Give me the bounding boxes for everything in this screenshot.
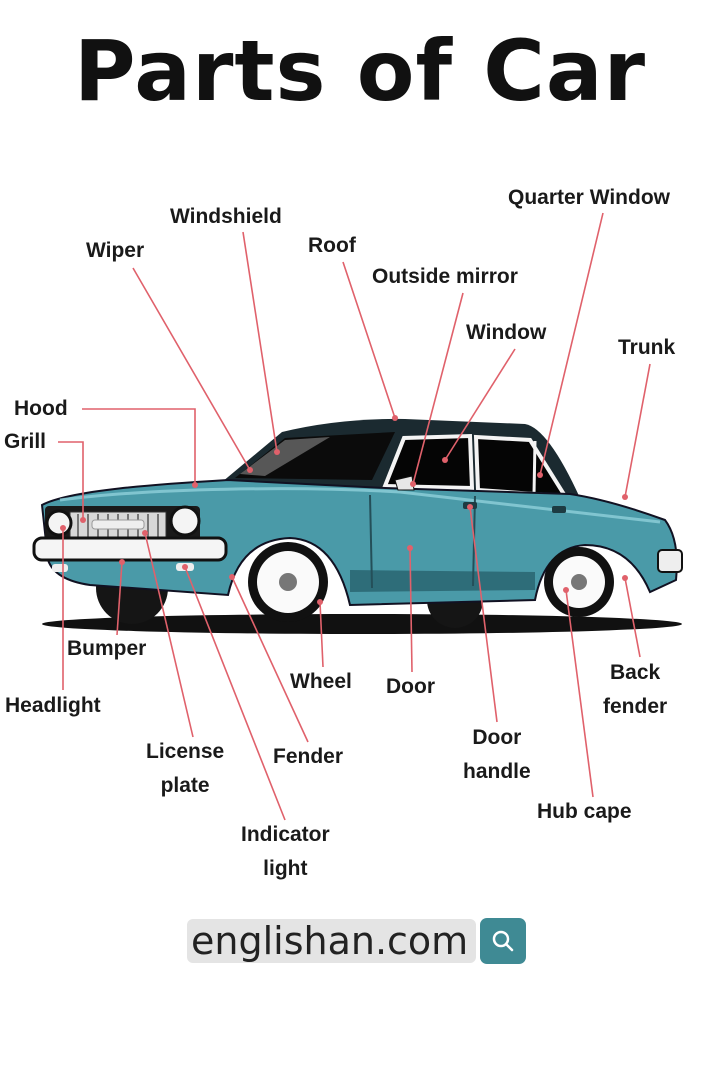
label-hood: Hood: [14, 397, 68, 420]
label-window: Window: [466, 321, 547, 344]
label-roof: Roof: [308, 234, 356, 257]
search-icon: [492, 930, 514, 952]
label-back-fender: Back fender: [603, 661, 668, 718]
search-button[interactable]: [480, 918, 527, 964]
site-name[interactable]: englishan.com: [187, 919, 477, 963]
leader-lines: [58, 212, 651, 821]
label-trunk: Trunk: [618, 336, 676, 359]
label-quarter-window: Quarter Window: [508, 186, 670, 209]
label-wheel: Wheel: [290, 670, 352, 693]
label-windshield: Windshield: [170, 205, 282, 228]
label-grill: Grill: [4, 430, 47, 453]
label-headlight: Headlight: [5, 694, 101, 717]
label-license-plate: License plate: [146, 740, 225, 797]
label-door-handle: Door handle: [463, 726, 531, 783]
label-outside-mirror: Outside mirror: [372, 265, 518, 288]
front-bumper: [32, 536, 228, 562]
page-title: Parts of Car: [73, 22, 647, 120]
site-footer: englishan.com: [187, 918, 527, 964]
label-indicator-light: Indicator light: [241, 823, 330, 880]
label-door: Door: [386, 675, 435, 698]
headlight-left: [45, 509, 73, 537]
label-hub-cape: Hub cape: [537, 800, 632, 823]
headlight-right: [169, 505, 201, 537]
label-fender: Fender: [273, 745, 344, 768]
label-wiper: Wiper: [86, 239, 145, 262]
ground-shadow: [42, 614, 682, 634]
label-bumper: Bumper: [67, 637, 147, 660]
